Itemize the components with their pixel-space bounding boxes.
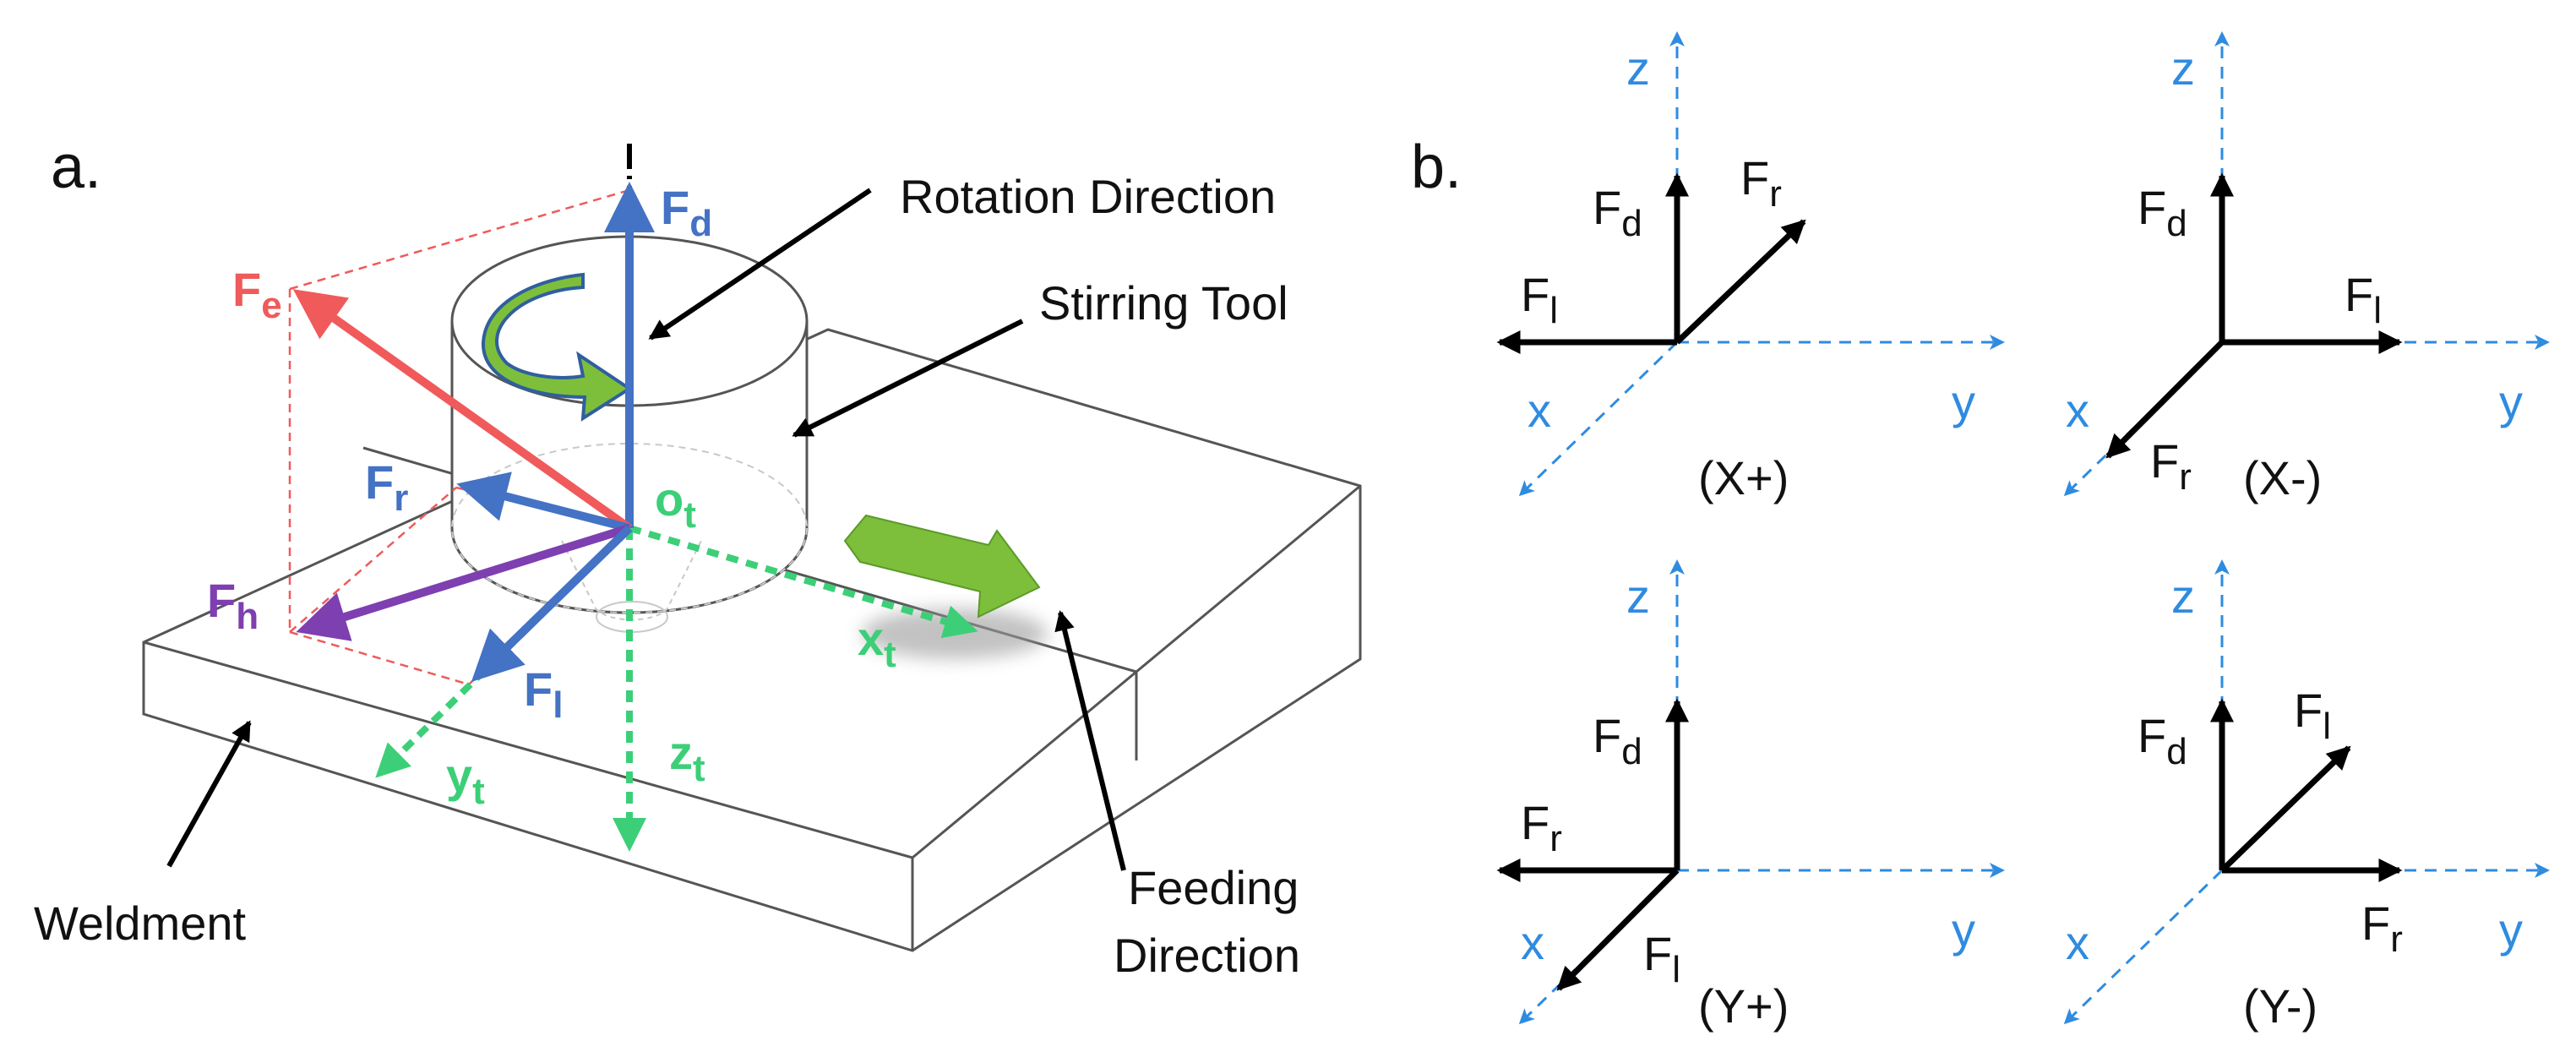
case-x-plus-fd: Fd — [1593, 181, 1642, 244]
axis-z-label: z — [2171, 41, 2195, 95]
case-y-minus: z y x Fd Fl Fr (Y-) — [2063, 559, 2550, 1033]
callout-feeding-line1: Feeding — [1128, 861, 1299, 914]
label-fe: Fe — [232, 263, 282, 326]
axis-y-label: y — [1952, 903, 1975, 957]
axis-x-label: x — [2066, 916, 2089, 969]
force-fl-arrow — [471, 525, 633, 682]
case-y-plus-fd: Fd — [1593, 709, 1642, 772]
tool-axes — [375, 525, 978, 852]
label-fl: Fl — [524, 662, 563, 726]
case-y-minus-fd: Fd — [2138, 709, 2187, 772]
axis-x-label: x — [1528, 384, 1551, 437]
force-arrows — [292, 182, 655, 682]
case-x-plus-fr: Fr — [1740, 151, 1782, 215]
tool-axis-y — [375, 526, 632, 778]
panel-b: b. z y x Fd Fl Fr (X+) — [1411, 31, 2550, 1033]
case-x-minus-fd: Fd — [2138, 181, 2187, 244]
case-x-minus-fl: Fl — [2345, 268, 2382, 331]
case-y-plus: z y x Fd Fr Fl (Y+) — [1496, 559, 2005, 1033]
rotation-arrow-icon — [481, 272, 633, 422]
case-x-plus-fl: Fl — [1521, 268, 1558, 331]
case-x-plus-caption: (X+) — [1698, 451, 1789, 504]
callout-lines — [166, 188, 1126, 871]
axis-z-label: z — [1626, 41, 1650, 95]
callout-stirring-tool: Stirring Tool — [1039, 276, 1288, 330]
weldment-block — [142, 328, 1362, 952]
label-ot: ot — [655, 472, 696, 536]
axis-y-label: y — [1952, 375, 1975, 428]
panel-a-label: a. — [51, 134, 101, 201]
callout-rotation-direction: Rotation Direction — [900, 170, 1276, 223]
case-x-minus-fr: Fr — [2150, 434, 2192, 498]
case-x-minus-caption: (X-) — [2243, 451, 2322, 504]
case-y-minus-caption: (Y-) — [2243, 979, 2317, 1033]
case-y-plus-fl: Fl — [1643, 927, 1680, 990]
case-y-plus-fr: Fr — [1521, 796, 1562, 859]
force-fr-arrow — [456, 472, 631, 532]
panel-a: a. — [34, 134, 1362, 982]
panel-b-label: b. — [1411, 134, 1462, 201]
force-fe-arrow — [292, 289, 632, 532]
axis-y-label: y — [2499, 375, 2523, 428]
label-yt: yt — [446, 749, 485, 812]
force-fh-arrow — [296, 524, 631, 641]
case-y-minus-fr: Fr — [2361, 897, 2403, 960]
label-fr: Fr — [365, 455, 408, 519]
axis-x-label: x — [2066, 384, 2089, 437]
axis-z-label: z — [1626, 570, 1650, 623]
callout-weldment: Weldment — [34, 897, 247, 950]
label-zt: zt — [669, 726, 705, 789]
axis-z-label: z — [2171, 570, 2195, 623]
case-y-plus-caption: (Y+) — [1698, 979, 1789, 1033]
case-x-plus: z y x Fd Fl Fr (X+) — [1496, 31, 2005, 504]
case-y-minus-fl: Fl — [2294, 684, 2331, 747]
label-xt: xt — [858, 612, 896, 675]
label-fd: Fd — [661, 181, 712, 244]
label-fh: Fh — [207, 574, 259, 637]
axis-x-label: x — [1521, 916, 1544, 969]
callout-feeding-line2: Direction — [1114, 929, 1300, 982]
axis-y-label: y — [2499, 903, 2523, 957]
case-x-minus: z y x Fd Fl Fr (X-) — [2063, 31, 2550, 504]
